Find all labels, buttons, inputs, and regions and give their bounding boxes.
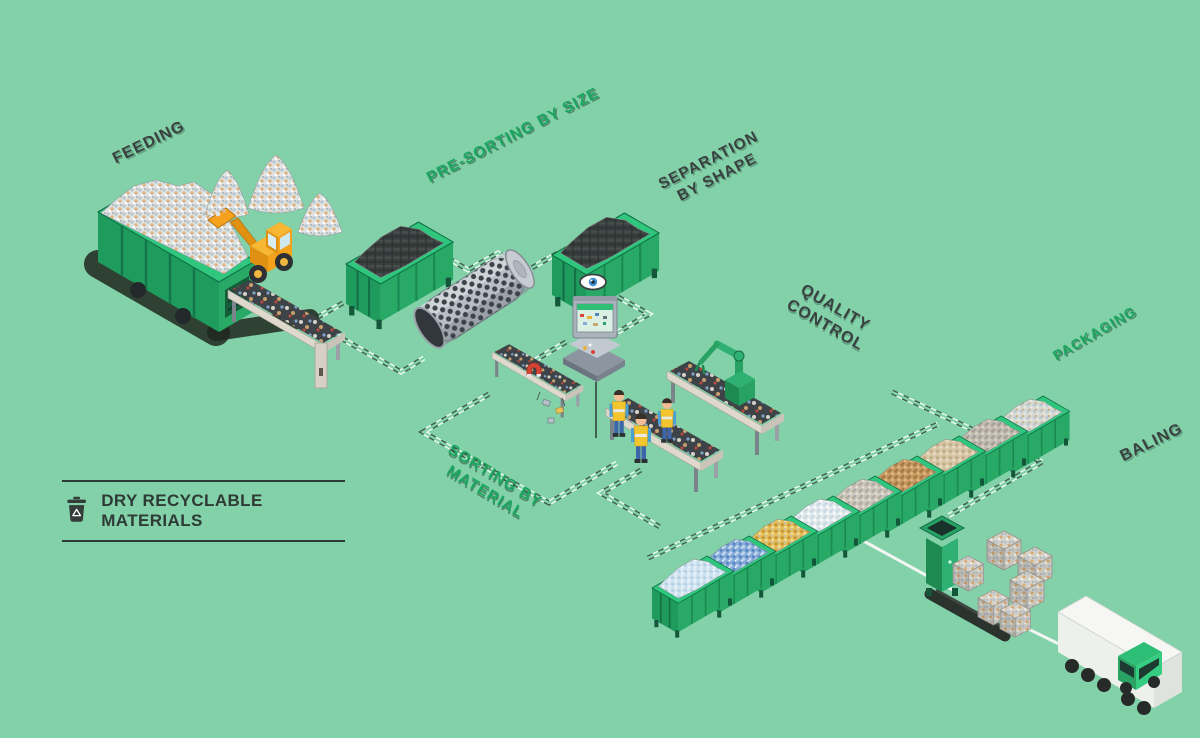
waste-piles	[204, 154, 343, 237]
delivery-truck	[1057, 595, 1183, 715]
baler-machine	[918, 515, 1011, 642]
magnet-icon	[526, 362, 542, 377]
legend-divider-top	[62, 480, 345, 482]
robot-arm	[694, 340, 755, 406]
trash-bin-recycle-icon	[67, 496, 86, 522]
legend-label: DRY RECYCLABLE MATERIALS	[101, 491, 263, 530]
optical-sorter-machine	[563, 273, 625, 382]
legend-divider-bottom	[62, 540, 345, 542]
legend: DRY RECYCLABLE MATERIALS	[62, 480, 345, 542]
loader-bucket	[207, 207, 237, 229]
eye-icon	[579, 273, 607, 291]
trommel-screen	[413, 249, 535, 349]
falling-metal-items	[536, 391, 566, 424]
bin-plastic-film	[651, 555, 735, 639]
wheel-loader	[207, 207, 293, 283]
truck-cab	[1118, 642, 1162, 694]
